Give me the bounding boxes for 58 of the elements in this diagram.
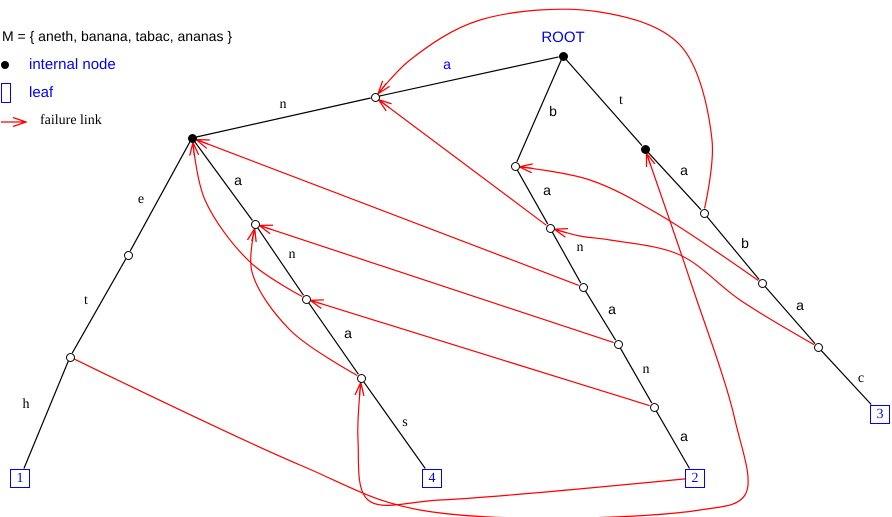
edge-label: b (548, 104, 558, 118)
trie-edge (764, 286, 816, 344)
failure-link-arrow (377, 8, 713, 209)
failure-link-arrow (196, 138, 579, 286)
legend-label: leaf (29, 84, 54, 101)
trie-edge (820, 350, 872, 405)
internal-node-ring (758, 278, 766, 288)
trie-edge (23, 360, 69, 469)
trie-edge (656, 410, 690, 469)
internal-node-ring (510, 162, 520, 170)
pattern-set-text: M = { aneth, banana, tabac, ananas } (2, 28, 232, 44)
failure-link-arrow (74, 152, 749, 517)
trie-edge (552, 232, 582, 284)
leaf-box: 2 (685, 468, 705, 488)
trie-edge (194, 141, 253, 221)
internal-node-ring (578, 282, 588, 292)
internal-node-ring (124, 250, 132, 260)
edge-label: b (740, 236, 750, 250)
trie-edge (516, 60, 562, 162)
internal-node-ring (356, 374, 366, 382)
internal-node-ring (700, 208, 708, 218)
trie-edge (584, 290, 616, 340)
trie-edge (130, 142, 190, 252)
internal-node-ring (614, 340, 622, 348)
trie-edge (196, 97, 371, 138)
legend-label: internal node (29, 56, 116, 73)
trie-edge (516, 170, 548, 224)
failure-link-arrow (310, 299, 650, 406)
failure-link-arrow (554, 228, 814, 346)
leaf-box: 3 (870, 404, 890, 424)
leaf-box: 4 (422, 468, 442, 488)
internal-node-dot (188, 134, 196, 142)
internal-node-ring (370, 92, 380, 102)
failure-link-arrow (246, 228, 358, 376)
trie-edge (308, 302, 359, 375)
failure-link-arrow (518, 163, 759, 281)
internal-node-ring (546, 224, 554, 232)
internal-node-ring (650, 402, 658, 412)
internal-node-ring (302, 294, 310, 304)
trie-edge (257, 227, 304, 296)
failure-link-arrow (189, 142, 303, 298)
failure-link-arrow (354, 382, 686, 506)
internal-node-dot (640, 144, 650, 154)
trie-edge (566, 58, 642, 146)
internal-node-ring (66, 352, 74, 362)
failure-link-arrow (258, 224, 614, 344)
trie-edge (363, 381, 426, 469)
trie-edge (706, 216, 760, 280)
trie-edge (379, 56, 559, 97)
failure-link-arrow (378, 99, 547, 226)
trie-edge (620, 348, 652, 404)
trie-edge (72, 258, 126, 354)
internal-node-ring (814, 342, 822, 352)
trie-edge (648, 152, 702, 210)
leaf-box: 1 (10, 468, 30, 488)
node-label: ROOT (540, 29, 586, 46)
internal-node-ring (250, 220, 260, 228)
legend-label: failure link (40, 113, 102, 129)
